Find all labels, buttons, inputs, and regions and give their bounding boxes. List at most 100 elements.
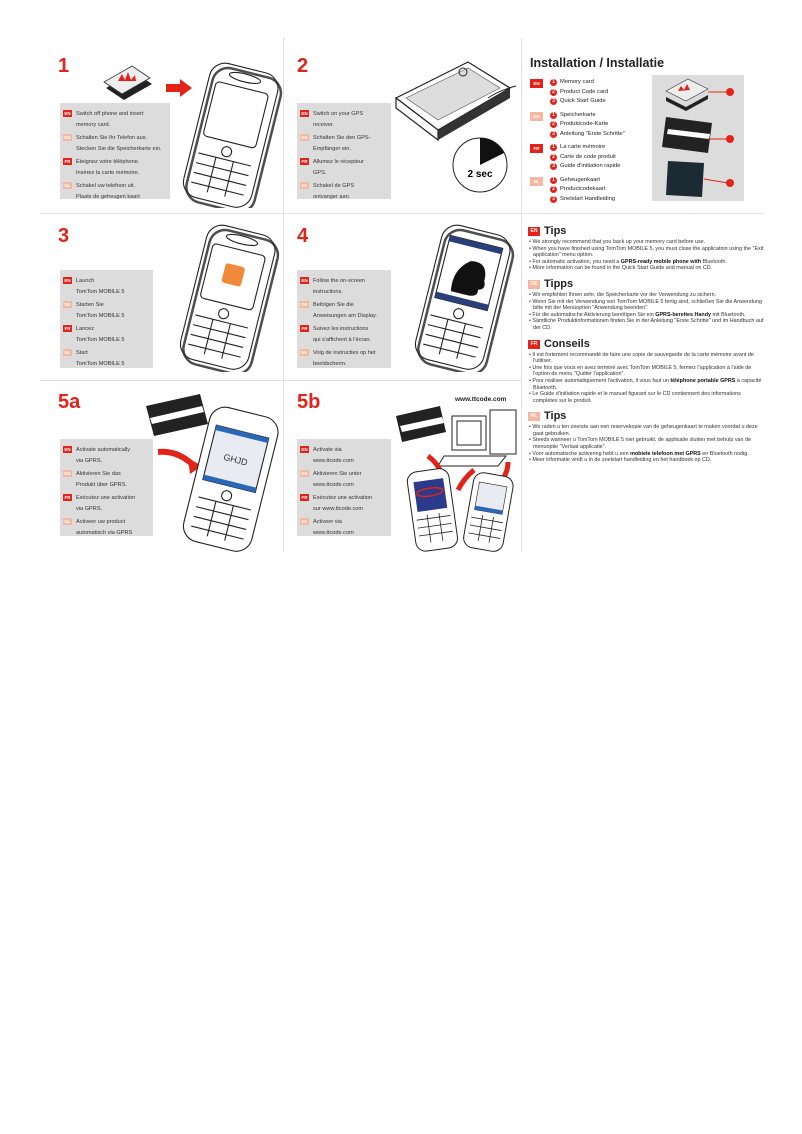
- instruction-text: Éteignez votre téléphone.Insérez la cart…: [76, 157, 139, 179]
- tip-text: When you have finished using TomTom MOBI…: [532, 245, 764, 259]
- instruction-line: memory card.: [76, 122, 111, 128]
- language-badge-nl: NL: [63, 349, 72, 356]
- language-badge: FR: [528, 339, 540, 349]
- installation-item-label: Carte de code produit: [560, 153, 616, 160]
- step-2-number: 2: [297, 55, 309, 77]
- instruction-line: Volg de instructies op het: [313, 350, 376, 356]
- installation-item-label: Produktcode-Karte: [560, 121, 609, 127]
- instruction-line: Anweisungen am Display.: [313, 313, 377, 319]
- tip-item: • Le Guide d'initiation rapide et le man…: [529, 391, 741, 404]
- language-badge: DE: [528, 279, 540, 289]
- tip-item: • Steeds wanneer u TomTom MOBILE 5 niet …: [529, 437, 752, 451]
- language-badge-en: EN: [63, 446, 72, 453]
- tip-text: More information can be found in the Qui…: [532, 265, 713, 272]
- number-badge-icon: 1: [550, 111, 557, 119]
- memory-card-illustration: [103, 65, 192, 100]
- instruction-text: Schalten Sie den GPS-Empfänger ein.: [313, 133, 371, 155]
- instruction-line: TomTom MOBILE 5: [76, 361, 125, 367]
- instruction-line: Produkt über GPRS.: [76, 482, 127, 488]
- instruction-line: Schakel uw telefoon uit.: [76, 183, 136, 189]
- installation-title: Installation / Installatie: [530, 56, 665, 70]
- tip-item: • Meer informatie vindt u in de snelstar…: [529, 457, 712, 464]
- language-badge-de: DE: [63, 301, 72, 308]
- instruction-line: Aktivieren Sie unter: [313, 471, 362, 477]
- tip-item: • Pour réaliser automatiquement l'activa…: [529, 377, 762, 391]
- tip-item: • We strongly recommend that you back up…: [529, 239, 706, 245]
- instruction-line: Éteignez votre téléphone.: [76, 159, 140, 165]
- language-badge-fr: FR: [63, 494, 72, 501]
- instruction-text: Aktivieren Sie unter www.ttcode.com: [313, 469, 362, 491]
- language-badge-en: EN: [300, 446, 309, 453]
- activation-url[interactable]: www.ttcode.com: [455, 396, 507, 403]
- instruction-line: Exécutez une activation: [76, 495, 136, 501]
- tip-text: Meer informatie vindt u in de snelstart …: [532, 457, 712, 464]
- tip-text-part: Für die automatische Aktivierung benötig…: [532, 311, 656, 318]
- tip-text-part: Voor automatische activering hebt u een: [532, 450, 631, 457]
- language-badge: NL: [528, 412, 540, 422]
- instruction-line: receiver.: [313, 122, 335, 128]
- tip-item: • When you have finished using TomTom MO…: [529, 245, 764, 259]
- installation-item-label: La carte mémoire: [560, 144, 606, 150]
- installation-item-label: Guide d'initiation rapide: [560, 163, 621, 169]
- instruction-line: Stecken Sie die Speicherkarte ein.: [76, 146, 162, 152]
- instruction-line: Schakel de GPS: [313, 183, 355, 189]
- instruction-line: Aktivieren Sie das: [76, 471, 121, 477]
- language-badge-de: DE: [63, 134, 72, 141]
- package-contents-illustration: [652, 75, 744, 201]
- instruction-line: Befolgen Sie die: [313, 302, 354, 308]
- instruction-line: Allumez le récepteur: [313, 159, 364, 165]
- number-badge-icon: 1: [550, 144, 557, 152]
- tip-item: • More information can be found in the Q…: [529, 265, 713, 272]
- installation-item-label: Quick Start Guide: [560, 98, 606, 104]
- language-badge-nl: NL: [63, 518, 72, 525]
- tip-text: We strongly recommend that you back up y…: [532, 239, 706, 245]
- instruction-line: Starten Sie: [76, 302, 104, 308]
- language-badge-nl: NL: [63, 182, 72, 189]
- number-badge-icon: 3: [550, 130, 557, 138]
- installation-item-label: Anleitung "Erste Schritte": [560, 130, 625, 137]
- instruction-line: www.ttcode.com: [313, 530, 354, 536]
- tip-text: Une fois que vous en avez terminé avec T…: [532, 364, 752, 378]
- language-badge-de: DE: [300, 301, 309, 308]
- number-badge-icon: 2: [550, 121, 557, 129]
- tip-text-part: téléphone portable GPRS: [670, 377, 736, 384]
- language-badge: FR: [530, 144, 543, 153]
- language-badge-en: EN: [63, 110, 72, 117]
- gps-receiver-illustration: [394, 61, 517, 142]
- instruction-line: TomTom MOBILE 5: [76, 337, 125, 343]
- step-1-number: 1: [58, 55, 70, 77]
- language-badge-en: EN: [300, 110, 309, 117]
- instruction-line: Launch: [76, 278, 95, 284]
- instruction-line: Suivez les instructions: [313, 326, 369, 332]
- number-badge-icon: 1: [550, 176, 557, 184]
- instruction-line: www.ttcode.com: [313, 482, 354, 488]
- installation-item-label: Speicherkarte: [560, 111, 596, 118]
- language-badge-en: EN: [63, 277, 72, 284]
- language-badge: NL: [530, 176, 543, 186]
- tip-text-part: mit Bluetooth.: [711, 311, 746, 318]
- instruction-line: Activate automatically: [76, 447, 131, 453]
